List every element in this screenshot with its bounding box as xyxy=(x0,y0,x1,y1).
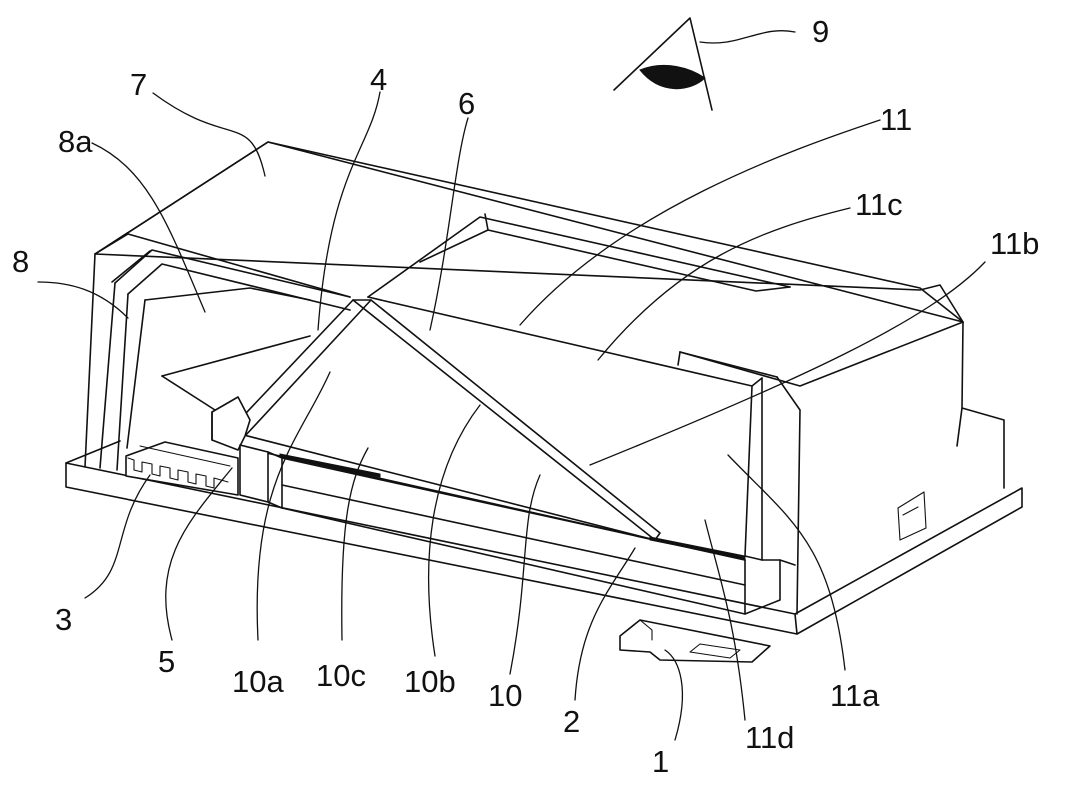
label-5: 5 xyxy=(158,644,175,679)
label-3: 3 xyxy=(55,602,72,637)
label-8a: 8a xyxy=(58,124,93,159)
label-10a: 10a xyxy=(232,664,284,699)
label-11c: 11c xyxy=(855,187,903,222)
label-11b: 11b xyxy=(990,226,1039,261)
label-11a: 11a xyxy=(830,678,880,713)
label-11d: 11d xyxy=(745,720,794,755)
label-10b: 10b xyxy=(404,664,456,699)
label-6: 6 xyxy=(458,86,475,121)
eye-symbol xyxy=(614,18,712,110)
label-11: 11 xyxy=(880,102,912,137)
label-8: 8 xyxy=(12,244,29,279)
leader-lines xyxy=(38,31,985,740)
reference-labels: 9 7 4 6 11 8a 11c 11b 8 3 5 10a 10c 10b … xyxy=(12,14,1039,779)
label-2: 2 xyxy=(563,704,580,739)
label-4: 4 xyxy=(370,62,387,97)
label-1: 1 xyxy=(652,744,669,779)
label-10: 10 xyxy=(488,678,522,713)
label-10c: 10c xyxy=(316,658,366,693)
connector-tab xyxy=(620,620,770,662)
label-7: 7 xyxy=(130,67,147,102)
label-9: 9 xyxy=(812,14,829,49)
